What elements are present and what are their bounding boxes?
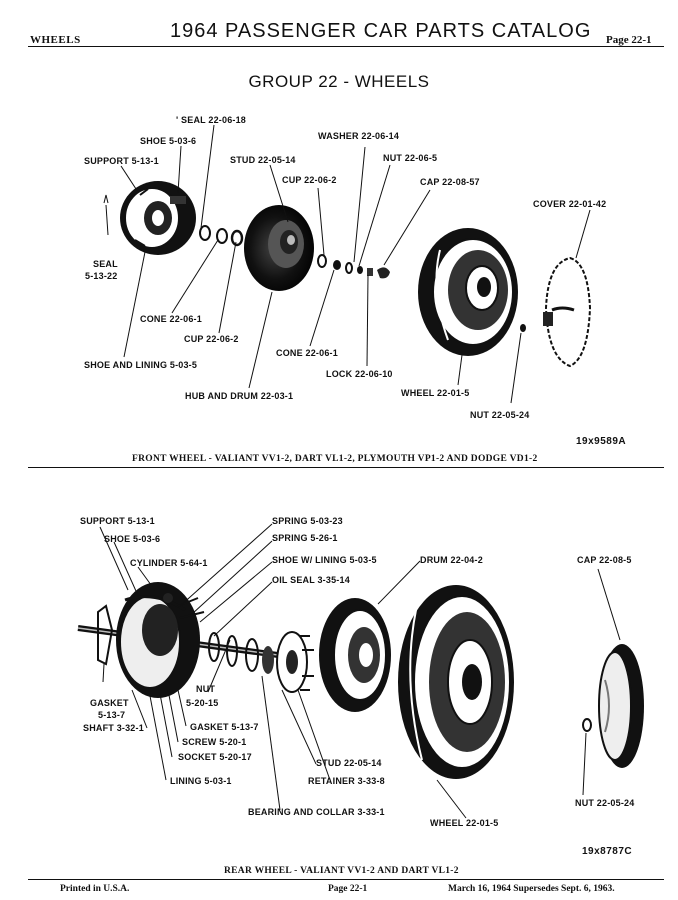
footer-printed: Printed in U.S.A. [60, 884, 130, 894]
rear-caption: REAR WHEEL - VALIANT VV1-2 AND DART VL1-… [224, 866, 459, 876]
front-label-cone-22-06-1-mid: CONE 22-06-1 [276, 348, 338, 358]
front-label-support-5-13-1: SUPPORT 5-13-1 [84, 156, 159, 166]
rear-label-socket-5-20-17: SOCKET 5-20-17 [178, 752, 252, 762]
rear-label-cap-22-08-5: CAP 22-08-5 [577, 555, 632, 565]
rear-label-spring-5-26-1: SPRING 5-26-1 [272, 533, 338, 543]
front-label-seal-22-06-18: ' SEAL 22-06-18 [176, 115, 247, 125]
front-washer-part [345, 262, 353, 274]
front-caption: FRONT WHEEL - VALIANT VV1-2, DART VL1-2,… [132, 454, 538, 464]
front-label-cap-22-08-57: CAP 22-08-57 [420, 177, 480, 187]
front-illustration-ref: 19x9589A [576, 436, 627, 447]
rear-illustration-ref: 19x8787C [582, 846, 633, 857]
rear-drum-part [319, 598, 391, 712]
front-label-lock-22-06-10: LOCK 22-06-10 [326, 369, 393, 379]
footer-date: March 16, 1964 Supersedes Sept. 6, 1963. [448, 884, 615, 894]
footer-page-number: Page 22-1 [328, 884, 368, 894]
rear-label-nut-5-20-15-line2: 5-20-15 [186, 698, 219, 708]
front-brake-support-part [120, 181, 196, 255]
front-label-wheel-22-01-5: WHEEL 22-01-5 [401, 388, 470, 398]
rear-gasket-part [97, 604, 114, 666]
header-rule [28, 46, 664, 47]
rear-caption-rule [28, 879, 664, 880]
rear-label-stud-22-05-14: STUD 22-05-14 [316, 758, 382, 768]
rear-oil-seal-part [208, 632, 220, 662]
rear-label-gasket-5-13-7-line1: GASKET [90, 698, 129, 708]
front-hub-and-drum-part [244, 205, 314, 291]
rear-label-shoe-5-03-6: SHOE 5-03-6 [104, 534, 161, 544]
rear-label-gasket-5-13-7-line2: 5-13-7 [98, 710, 126, 720]
front-label-hub-and-drum-22-03-1: HUB AND DRUM 22-03-1 [185, 391, 294, 401]
front-caption-rule [28, 467, 664, 468]
front-label-cup-22-06-2-top: CUP 22-06-2 [282, 175, 337, 185]
rear-label-wheel-22-01-5: WHEEL 22-01-5 [430, 818, 499, 828]
front-label-shoe-and-lining-5-03-5: SHOE AND LINING 5-03-5 [84, 360, 198, 370]
front-label-seal-5-13-22-line1: SEAL [93, 259, 118, 269]
rear-label-nut-22-05-24: NUT 22-05-24 [575, 798, 635, 808]
front-nut-part [357, 266, 363, 274]
rear-label-lining-5-03-1: LINING 5-03-1 [170, 776, 232, 786]
rear-inner-gasket-part [226, 635, 238, 667]
front-label-washer-22-06-14: WASHER 22-06-14 [318, 131, 400, 141]
front-lock-part [367, 268, 373, 276]
front-seal-part [199, 225, 211, 241]
rear-nut-part [582, 718, 592, 732]
rear-label-retainer-3-33-8: RETAINER 3-33-8 [308, 776, 385, 786]
rear-bearing-part [262, 646, 274, 674]
rear-label-drum-22-04-2: DRUM 22-04-2 [420, 555, 483, 565]
rear-label-spring-5-03-23: SPRING 5-03-23 [272, 516, 343, 526]
rear-label-support-5-13-1: SUPPORT 5-13-1 [80, 516, 155, 526]
front-label-nut-22-05-24: NUT 22-05-24 [470, 410, 530, 420]
rear-label-screw-5-20-1: SCREW 5-20-1 [182, 737, 247, 747]
rear-brake-assembly-part [116, 582, 205, 698]
rear-label-shaft-3-32-1: SHAFT 3-32-1 [83, 723, 144, 733]
front-cup-part [230, 229, 244, 247]
header-section-label: WHEELS [30, 34, 81, 46]
front-label-cup-22-06-2-bottom: CUP 22-06-2 [184, 334, 239, 344]
front-label-cone-22-06-1-left: CONE 22-06-1 [140, 314, 202, 324]
front-cone-part [216, 228, 228, 244]
rear-label-gasket-5-13-7-right: GASKET 5-13-7 [190, 722, 259, 732]
front-wheel-cover-part [543, 256, 592, 368]
rear-label-oil-seal-3-35-14: OIL SEAL 3-35-14 [272, 575, 350, 585]
front-leader-lines [105, 124, 591, 404]
rear-leader-lines [99, 523, 621, 819]
rear-cap-part [598, 644, 644, 768]
rear-hub-flange-part [276, 631, 314, 693]
rear-label-bearing-and-collar-3-33-1: BEARING AND COLLAR 3-33-1 [248, 807, 385, 817]
group-title: GROUP 22 - WHEELS [248, 72, 430, 91]
header-page-number: Page 22-1 [606, 34, 652, 46]
rear-label-nut-5-20-15-line1: NUT [196, 684, 216, 694]
front-wheel-nut-part [520, 324, 526, 332]
front-cap-part [377, 267, 390, 279]
rear-label-cylinder-5-64-1: CYLINDER 5-64-1 [130, 558, 208, 568]
front-label-stud-22-05-14: STUD 22-05-14 [230, 155, 296, 165]
rear-label-shoe-w-lining-5-03-5: SHOE W/ LINING 5-03-5 [272, 555, 377, 565]
front-label-nut-22-06-5: NUT 22-06-5 [383, 153, 438, 163]
rear-wheel-part [398, 585, 514, 779]
front-label-shoe-5-03-6: SHOE 5-03-6 [140, 136, 197, 146]
rear-retainer-ring-part [245, 638, 259, 672]
front-label-cover-22-01-42: COVER 22-01-42 [533, 199, 607, 209]
front-outer-cone-part [333, 260, 341, 270]
front-wheel-part [418, 228, 518, 356]
catalog-title: 1964 PASSENGER CAR PARTS CATALOG [170, 20, 592, 42]
front-label-seal-5-13-22-line2: 5-13-22 [85, 271, 118, 281]
front-outer-cup-part [317, 254, 327, 268]
